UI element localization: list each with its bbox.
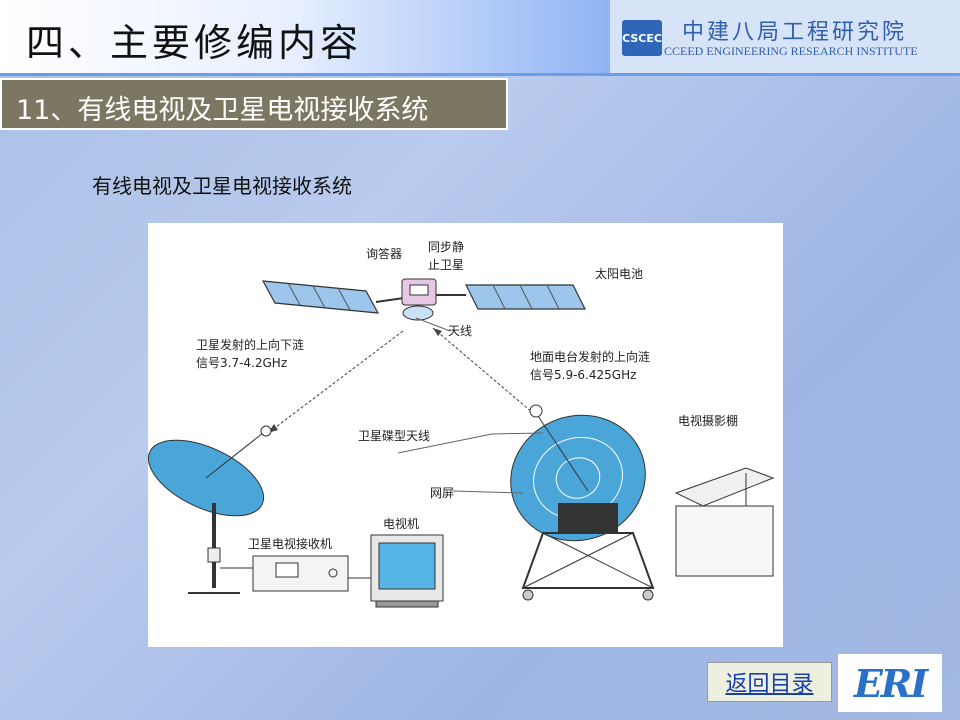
label-downlink-2: 信号3.7-4.2GHz	[196, 356, 287, 370]
label-uplink-2: 信号5.9-6.425GHz	[530, 368, 636, 382]
label-receiver: 卫星电视接收机	[248, 536, 332, 551]
tv-set-icon	[348, 534, 444, 608]
label-uplink-1: 地面电台发射的上向涟	[530, 349, 650, 364]
label-geo-satellite-1: 同步静	[428, 240, 464, 254]
label-tv-studio: 电视摄影棚	[678, 413, 738, 428]
label-dish-antenna: 卫星碟型天线	[358, 429, 430, 443]
receiving-dish-icon	[148, 425, 272, 594]
tv-studio-icon	[674, 467, 775, 577]
label-solar-cell: 太阳电池	[595, 266, 643, 281]
org-name-cn: 中建八局工程研究院	[682, 20, 908, 45]
satellite-tv-diagram: 询答器 同步静 止卫星 太阳电池 天线 卫星发射的上向下涟 信号3.7-4.2G…	[148, 223, 783, 647]
section-heading-box: 11、有线电视及卫星电视接收系统	[0, 78, 508, 130]
label-geo-satellite-2: 止卫星	[428, 258, 464, 272]
uplink-dish-icon	[510, 404, 655, 601]
section-title: 11、有线电视及卫星电视接收系统	[16, 95, 429, 126]
slide-title: 四、主要修编内容	[26, 21, 363, 65]
label-antenna: 天线	[448, 324, 472, 338]
diagram-svg: 询答器 同步静 止卫星 太阳电池 天线 卫星发射的上向下涟 信号3.7-4.2G…	[148, 240, 775, 608]
figure-caption: 有线电视及卫星电视接收系统	[92, 174, 352, 198]
eri-logo-icon: ERI	[838, 654, 942, 712]
satellite-body-icon	[401, 278, 437, 321]
label-mesh-screen: 网屏	[430, 486, 454, 500]
back-to-contents-link[interactable]: 返回目录	[707, 662, 832, 702]
org-name-en: CCEED ENGINEERING RESEARCH INSTITUTE	[664, 44, 918, 58]
solar-panel-right-icon	[465, 284, 586, 310]
header-divider	[0, 73, 960, 76]
label-tv: 电视机	[383, 516, 419, 531]
solar-panel-left-icon	[261, 280, 380, 314]
org-logo-panel: CSCEC 中建八局工程研究院 CCEED ENGINEERING RESEAR…	[610, 0, 960, 75]
receiver-box-icon	[220, 555, 349, 592]
label-transponder: 询答器	[366, 246, 402, 261]
cscec-logo-icon: CSCEC	[622, 20, 662, 56]
label-downlink-1: 卫星发射的上向下涟	[196, 337, 304, 352]
